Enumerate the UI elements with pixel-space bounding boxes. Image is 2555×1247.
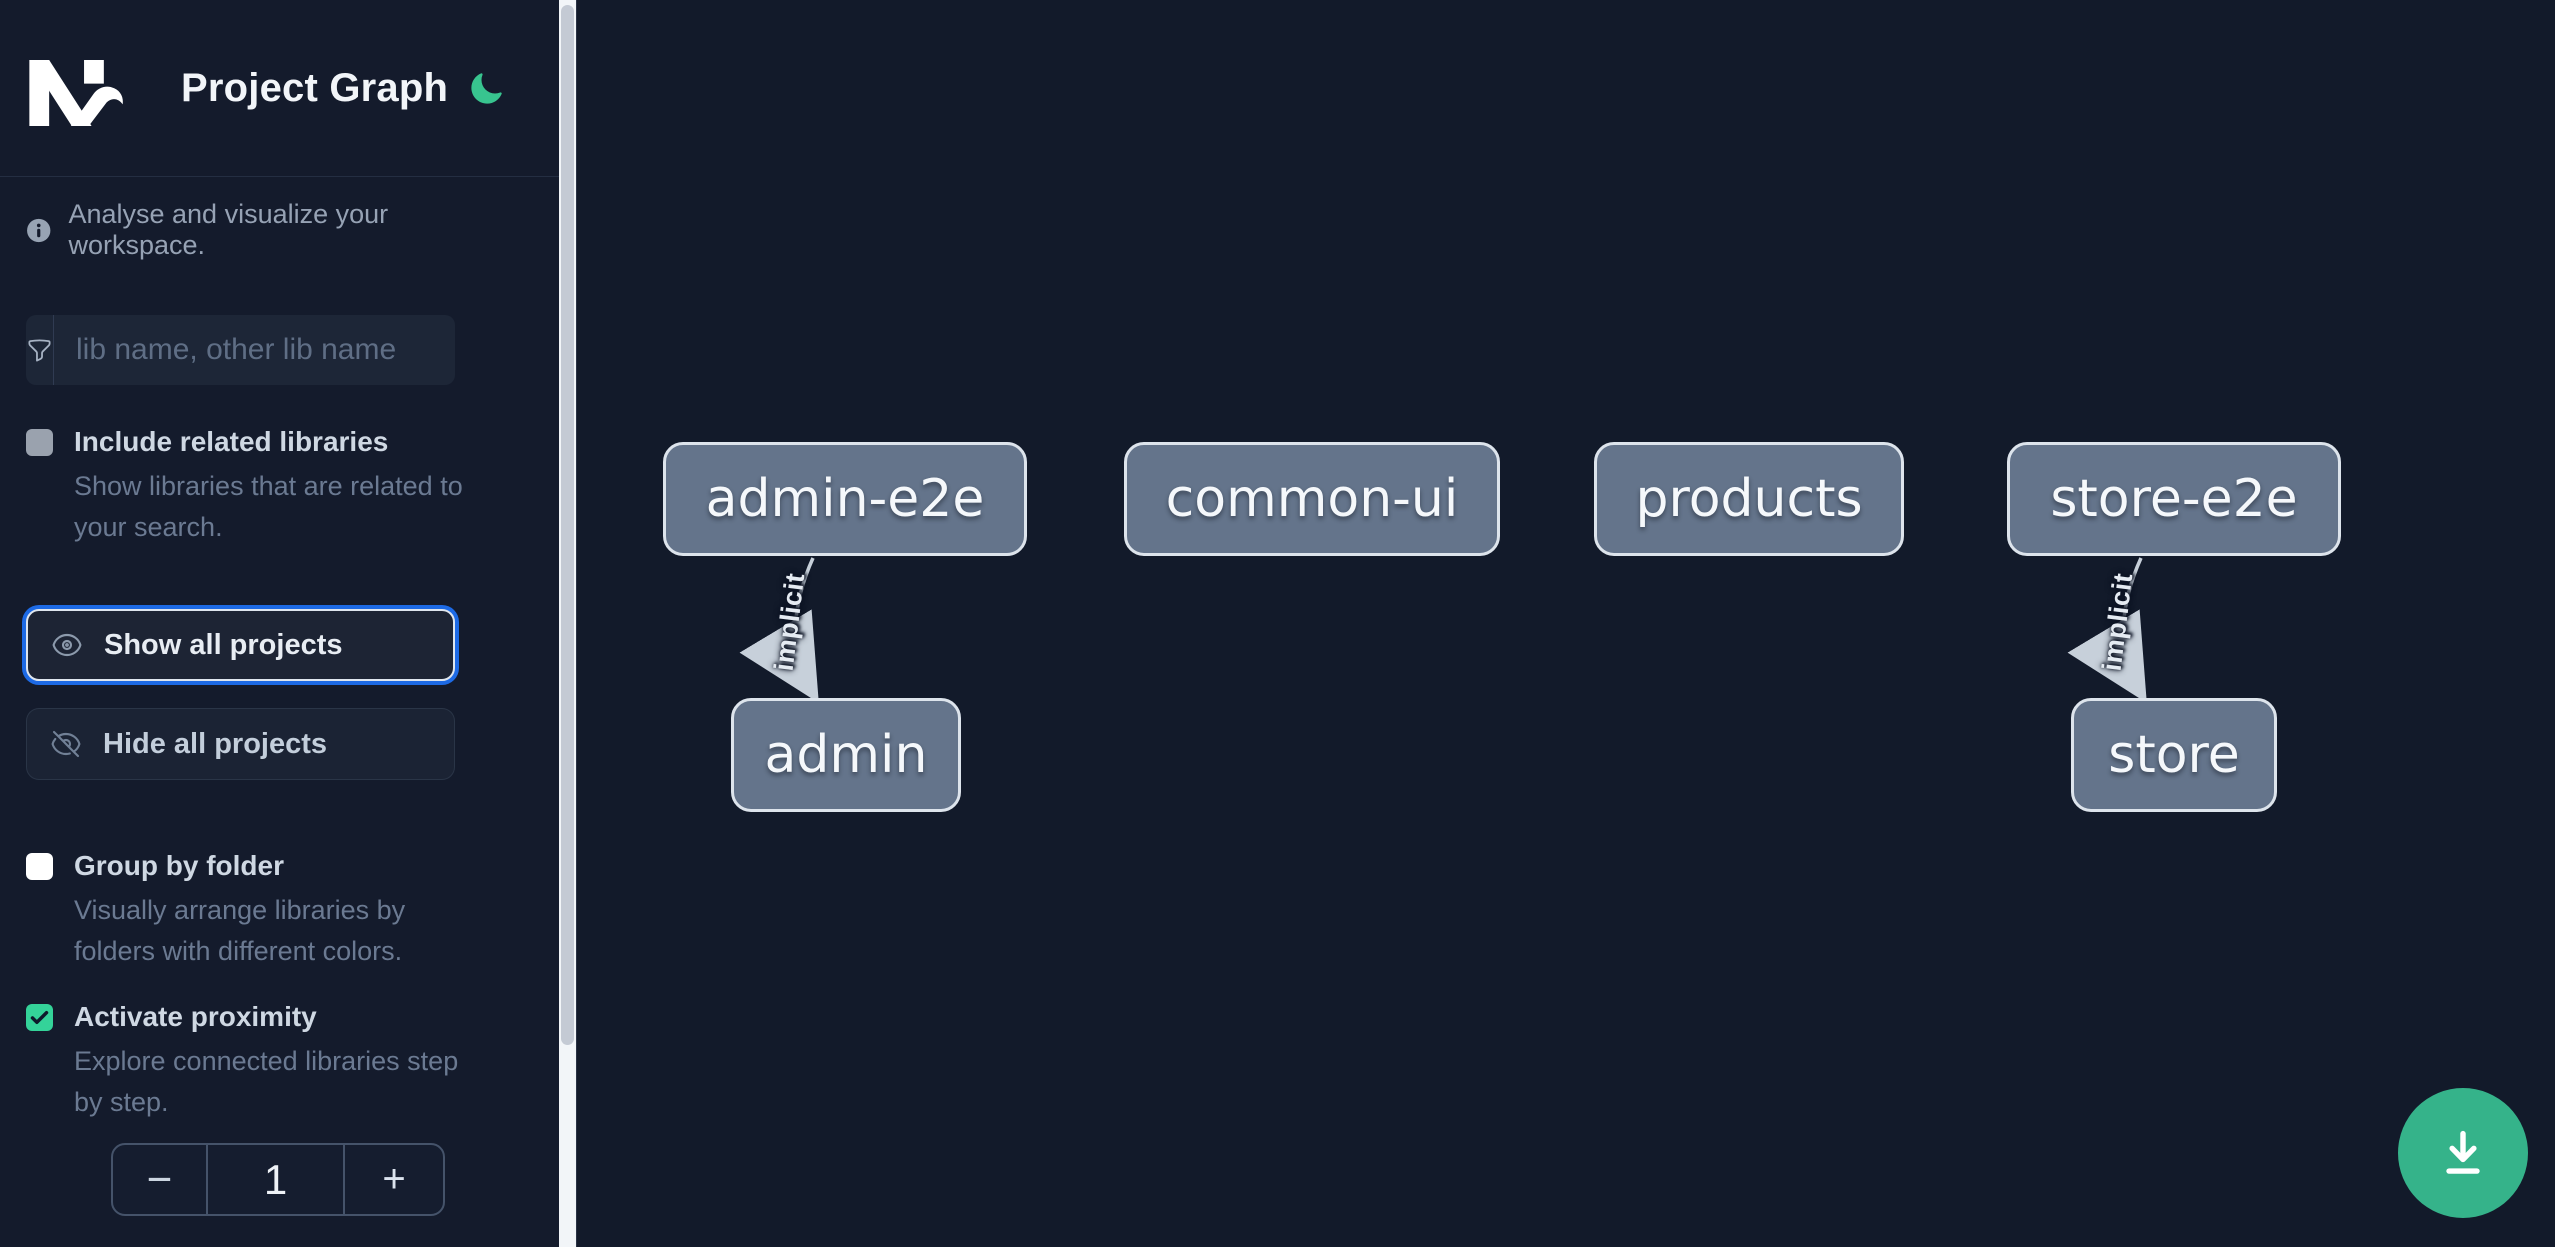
group-by-folder-description: Visually arrange libraries by folders wi… [74, 895, 406, 966]
activate-proximity-description: Explore connected libraries step by step… [74, 1046, 459, 1117]
check-icon [30, 1010, 49, 1025]
node-admin-e2e[interactable]: admin-e2e [663, 442, 1027, 556]
hide-all-projects-button[interactable]: Hide all projects [26, 708, 455, 780]
include-related-description: Show libraries that are related to your … [74, 471, 463, 542]
info-text: Analyse and visualize your workspace. [68, 199, 389, 260]
activate-proximity-checkbox[interactable] [26, 1004, 53, 1031]
search-input[interactable] [54, 315, 472, 385]
page-title: Project Graph [181, 66, 449, 110]
search-box [26, 315, 472, 385]
toggle-include-related: Include related libraries Show libraries… [26, 425, 466, 548]
graph-edges [739, 557, 2147, 704]
edge-store-e2e-to-store [2067, 557, 2147, 704]
download-graph-button[interactable] [2398, 1088, 2528, 1218]
nx-logo-icon [29, 60, 123, 126]
download-icon [2446, 1130, 2480, 1174]
group-by-folder-label: Group by folder [74, 850, 284, 881]
include-related-checkbox[interactable] [26, 429, 53, 456]
activate-proximity-label: Activate proximity [74, 1001, 317, 1032]
node-store-e2e[interactable]: store-e2e [2007, 442, 2341, 556]
node-admin[interactable]: admin [731, 698, 961, 812]
hide-all-projects-label: Hide all projects [103, 727, 328, 760]
eye-slash-icon [51, 730, 81, 758]
increment-button[interactable]: + [343, 1145, 443, 1214]
moon-icon [471, 72, 502, 104]
sidebar: Project Graph Analyse and visualize your… [0, 0, 577, 1247]
filter-icon-cell [26, 315, 54, 385]
filter-icon [28, 338, 51, 362]
toggle-activate-proximity: Activate proximity Explore connected lib… [26, 1000, 466, 1123]
toggle-group-by-folder: Group by folder Visually arrange librari… [26, 849, 466, 972]
sidebar-scrollbar-track[interactable] [559, 0, 576, 1247]
include-related-label: Include related libraries [74, 426, 389, 457]
group-by-folder-checkbox[interactable] [26, 853, 53, 880]
dark-mode-toggle[interactable] [466, 70, 506, 110]
depth-value: 1 [263, 1155, 288, 1203]
sidebar-header: Project Graph [0, 0, 560, 177]
workspace-info-row: Analyse and visualize your workspace. [26, 199, 506, 261]
sidebar-scrollbar-thumb[interactable] [561, 5, 574, 1045]
eye-icon [52, 633, 82, 657]
show-all-projects-label: Show all projects [104, 628, 343, 661]
node-products[interactable]: products [1594, 442, 1904, 556]
decrement-button[interactable]: − [113, 1145, 208, 1214]
show-all-projects-button[interactable]: Show all projects [26, 609, 455, 681]
proximity-depth-stepper: − 1 + [111, 1143, 445, 1216]
node-common-ui[interactable]: common-ui [1124, 442, 1500, 556]
node-store[interactable]: store [2071, 698, 2277, 812]
graph-canvas[interactable]: implicit implicit admin-e2e common-ui pr… [577, 0, 2555, 1247]
edge-admin-e2e-to-admin [739, 557, 819, 704]
info-icon [27, 218, 51, 242]
